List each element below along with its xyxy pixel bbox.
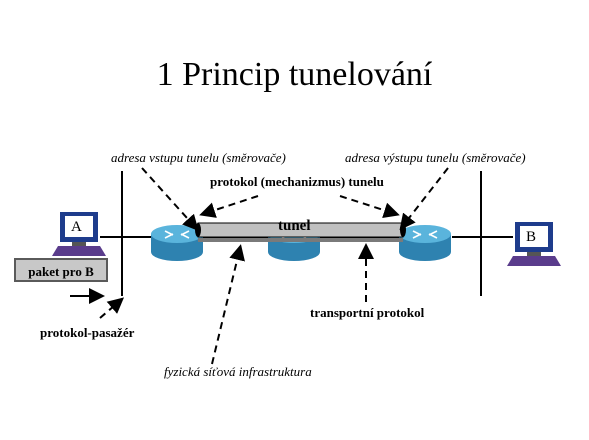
tunnel-entry-label: adresa vstupu tunelu (směrovače)	[111, 150, 286, 165]
host-a-letter: A	[71, 219, 82, 235]
physical-infra-arrow	[211, 244, 245, 365]
tunnel-protocol-label: protokol (mechanizmus) tunelu	[210, 174, 384, 189]
router-icon	[399, 225, 451, 261]
computer-icon	[52, 212, 106, 256]
tunnel-protocol-arrow-left	[199, 195, 259, 218]
tunnel-exit-label: adresa výstupu tunelu (směrovače)	[345, 150, 526, 165]
exit-address-arrow	[399, 167, 449, 231]
transport-protocol-label: transportní protokol	[310, 305, 425, 320]
physical-infrastructure-label: fyzická síťová infrastruktura	[164, 364, 312, 379]
computer-icon	[507, 222, 561, 266]
tunnel-label: tunel	[278, 218, 311, 234]
passenger-protocol-arrow	[99, 297, 125, 319]
entry-address-arrow	[141, 167, 199, 231]
host-b-letter: B	[526, 229, 537, 245]
page-title: 1 Princip tunelování	[156, 56, 433, 93]
tunnel-protocol-arrow-right	[339, 195, 400, 218]
passenger-protocol-label: protokol-pasažér	[40, 325, 135, 340]
packet-label: paket pro B	[14, 258, 108, 282]
